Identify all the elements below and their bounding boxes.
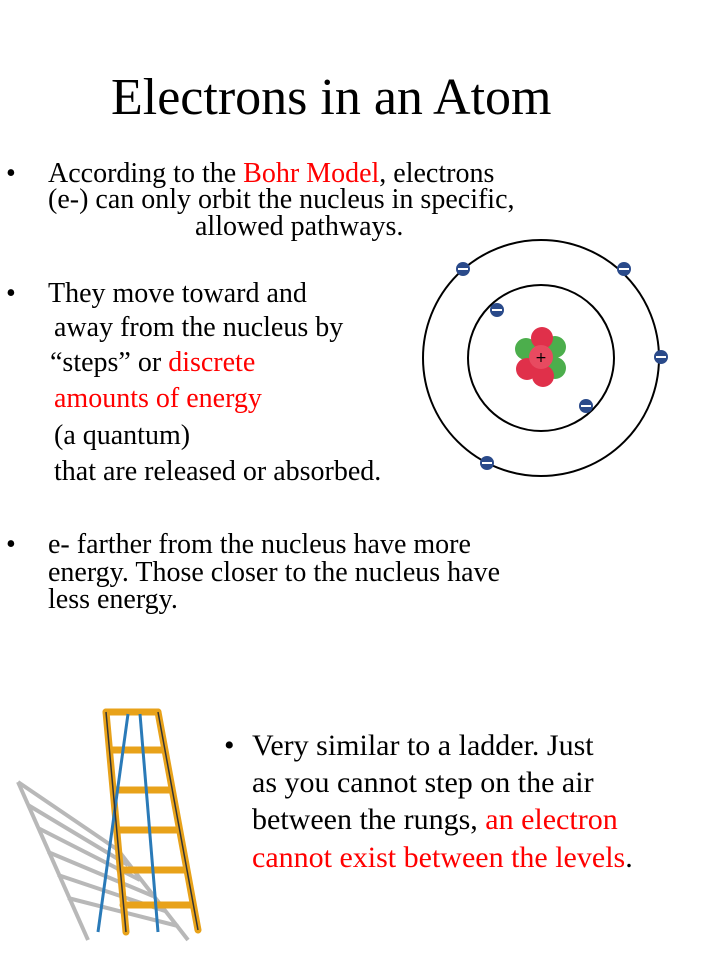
- discrete-highlight: discrete: [168, 347, 256, 378]
- inner-orbit: [467, 284, 615, 432]
- bullet2-line2: away from the nucleus by: [54, 312, 344, 343]
- bullet1-line3: allowed pathways.: [195, 211, 404, 242]
- nucleus: +: [515, 327, 566, 387]
- bullet-marker: •: [6, 158, 16, 189]
- bullet1-text: , electrons: [379, 158, 495, 189]
- bullet4-text: .: [625, 841, 633, 874]
- electron: [654, 350, 668, 364]
- bullet1-line2: (e-) can only orbit the nucleus in speci…: [48, 184, 515, 215]
- bullet1-line1: According to the Bohr Model, electrons: [48, 160, 494, 188]
- electron: [456, 262, 470, 276]
- electron-highlight: an electron: [485, 803, 618, 836]
- bullet-marker: •: [224, 729, 235, 762]
- ladder: [102, 708, 202, 936]
- electron: [617, 262, 631, 276]
- bullet4-line2: as you cannot step on the air: [252, 766, 594, 799]
- bullet4-text: between the rungs,: [252, 803, 486, 836]
- bullet2-line1: They move toward and: [48, 278, 307, 309]
- electron: [480, 456, 494, 470]
- ladder-shadow: [16, 780, 190, 942]
- electron: [579, 399, 593, 413]
- bullet1-text: According to the: [48, 158, 244, 189]
- bullet2-line3: “steps” or discrete: [50, 349, 255, 377]
- bullet2-text: “steps” or: [50, 347, 169, 378]
- bullet4-line3: between the rungs, an electron: [252, 805, 618, 835]
- ladder-back-legs: [96, 713, 160, 933]
- svg-text:+: +: [535, 350, 547, 366]
- bullet4-line4: cannot exist between the levels.: [252, 843, 633, 873]
- bullet3-line3: less energy.: [48, 584, 178, 615]
- electron: [490, 303, 504, 317]
- bullet-marker: •: [6, 529, 16, 560]
- bullet3-line1: e- farther from the nucleus have more: [48, 529, 471, 560]
- bullet4-line1: Very similar to a ladder. Just: [252, 729, 594, 762]
- ladder-illustration: [16, 708, 202, 942]
- bullet-marker: •: [6, 278, 16, 309]
- bullet3-line2: energy. Those closer to the nucleus have: [48, 557, 501, 588]
- bullet2-line4: amounts of energy: [54, 383, 262, 414]
- bullet2-line5: (a quantum): [54, 420, 191, 451]
- levels-highlight: cannot exist between the levels: [252, 841, 626, 874]
- bohr-atom-diagram: +: [422, 239, 668, 477]
- bullet2-line6: that are released or absorbed.: [54, 456, 382, 487]
- slide-title: Electrons in an Atom: [111, 69, 552, 126]
- bohr-model-highlight: Bohr Model: [243, 158, 380, 189]
